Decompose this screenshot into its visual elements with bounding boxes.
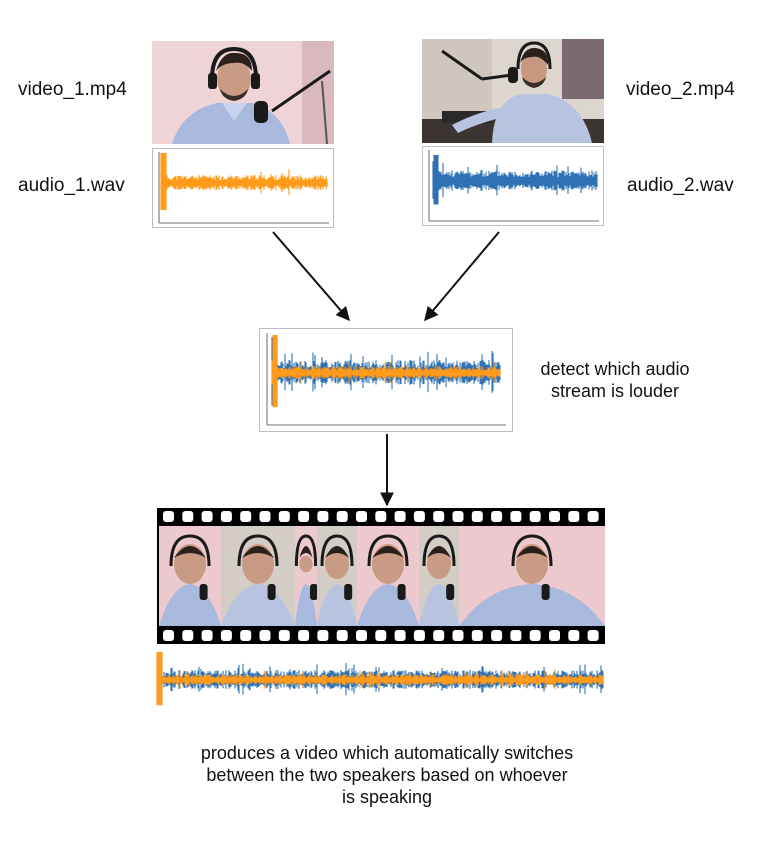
sprocket-hole (356, 630, 367, 641)
output-caption-line-1: produces a video which automatically swi… (200, 743, 574, 763)
audio-2-waveform (422, 146, 604, 226)
sprocket-hole (259, 630, 271, 641)
audio-2-waveform-trace (432, 155, 598, 205)
sprocket-hole (394, 630, 406, 641)
sprocket-hole (491, 630, 503, 641)
video-2-thumbnail (422, 39, 604, 143)
sprocket-hole (433, 630, 445, 641)
sprocket-hole (278, 630, 290, 641)
sprocket-hole (259, 511, 271, 522)
output-caption-line-3: is speaking (341, 787, 433, 807)
sprocket-hole (413, 511, 425, 522)
sprocket-hole (549, 511, 560, 522)
sprocket-hole (220, 630, 232, 641)
sprocket-hole (356, 511, 367, 522)
sprocket-hole (568, 511, 580, 522)
sprocket-hole (336, 630, 348, 641)
filmstrip-sprockets-top (163, 511, 599, 522)
film-frame-speaker-1 (459, 526, 605, 626)
sprocket-hole (471, 511, 483, 522)
sprocket-hole (317, 511, 329, 522)
sprocket-hole (182, 511, 194, 522)
video-1-thumbnail (152, 41, 334, 144)
combined-waveform (259, 328, 513, 432)
sprocket-hole (163, 511, 174, 522)
sprocket-hole (298, 630, 310, 641)
sprocket-hole (452, 511, 464, 522)
output-caption: produces a video which automatically swi… (140, 742, 634, 808)
sprocket-hole (529, 511, 541, 522)
sprocket-hole (240, 511, 252, 522)
sprocket-hole (413, 630, 425, 641)
filmstrip-sprockets-bottom (163, 630, 599, 641)
audio-2-label: audio_2.wav (627, 175, 734, 196)
sprocket-hole (433, 511, 445, 522)
sprocket-hole (336, 511, 348, 522)
arrow-audio-2-to-compare (424, 231, 500, 322)
sprocket-hole (510, 511, 522, 522)
film-frame-speaker-2 (221, 526, 295, 626)
sprocket-hole (568, 630, 580, 641)
sprocket-hole (491, 511, 503, 522)
sprocket-hole (240, 630, 252, 641)
sprocket-hole (317, 630, 329, 641)
sprocket-hole (471, 630, 483, 641)
film-frame-speaker-1 (357, 526, 419, 626)
sprocket-hole (375, 630, 387, 641)
sprocket-hole (220, 511, 232, 522)
audio-1-waveform-trace (160, 153, 328, 210)
sprocket-hole (163, 630, 174, 641)
film-frame-speaker-1 (159, 526, 221, 626)
sprocket-hole (298, 511, 310, 522)
arrow-audio-1-to-compare (272, 231, 350, 322)
filmstrip-frames (159, 526, 605, 626)
compare-label-line-1: detect which audio (540, 359, 690, 379)
output-caption-line-2: between the two speakers based on whoeve… (206, 765, 568, 785)
sprocket-hole (201, 511, 213, 522)
sprocket-hole (529, 630, 541, 641)
video-1-label: video_1.mp4 (18, 79, 127, 100)
output-waveform (155, 652, 607, 714)
video-2-label: video_2.mp4 (626, 79, 735, 100)
compare-step-label: detect which audio stream is louder (520, 358, 710, 402)
combined-waveform-speaker-1 (271, 335, 501, 408)
sprocket-hole (201, 630, 213, 641)
sprocket-hole (452, 630, 464, 641)
sprocket-hole (587, 630, 599, 641)
sprocket-hole (182, 630, 194, 641)
sprocket-hole (394, 511, 406, 522)
film-frame-speaker-2 (317, 526, 357, 626)
compare-label-line-2: stream is louder (550, 381, 680, 401)
output-filmstrip (157, 508, 605, 644)
audio-1-waveform (152, 148, 334, 228)
sprocket-hole (510, 630, 522, 641)
film-frame-speaker-2 (419, 526, 459, 626)
film-frame-speaker-1 (294, 526, 318, 626)
output-waveform-speaker-1 (156, 652, 604, 706)
sprocket-hole (549, 630, 560, 641)
sprocket-hole (375, 511, 387, 522)
sprocket-hole (278, 511, 290, 522)
audio-1-label: audio_1.wav (18, 175, 125, 196)
sprocket-hole (587, 511, 599, 522)
